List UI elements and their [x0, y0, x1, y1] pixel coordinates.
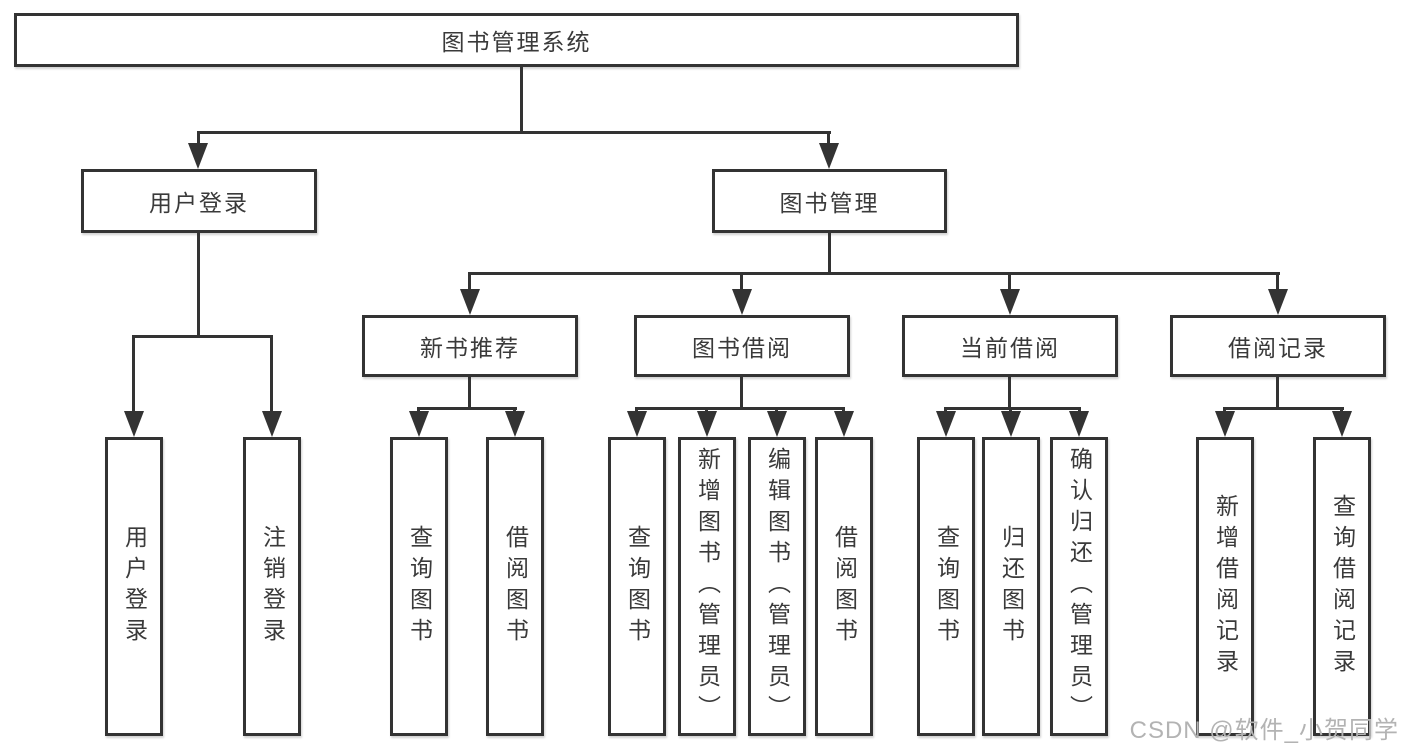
arrow-down-icon	[505, 411, 525, 437]
connector-line	[468, 377, 471, 408]
node-label: 查询图书	[624, 524, 651, 649]
arrow-down-icon	[124, 411, 144, 437]
node-label: 新增借阅记录	[1212, 493, 1239, 680]
connector-line	[740, 377, 743, 408]
connector-line	[828, 233, 831, 272]
node-book-management: 图书管理	[712, 169, 947, 233]
node-query-books-1: 查询图书	[390, 437, 448, 736]
node-label: 图书借阅	[692, 335, 792, 361]
connector-line	[944, 407, 1081, 410]
connector-line	[1008, 272, 1011, 291]
arrow-down-icon	[819, 143, 839, 169]
node-add-book-admin: 新增图书（管理员）	[678, 437, 736, 736]
arrow-down-icon	[936, 411, 956, 437]
connector-line	[468, 272, 471, 291]
connector-line	[1223, 407, 1344, 410]
node-borrow-books-1: 借阅图书	[486, 437, 544, 736]
node-query-borrow-record: 查询借阅记录	[1313, 437, 1371, 736]
node-label: 查询图书	[406, 524, 433, 649]
node-label: 借阅图书	[831, 524, 858, 649]
connector-line	[827, 131, 830, 145]
node-label: 归还图书	[998, 524, 1025, 649]
node-label: 借阅图书	[502, 524, 529, 649]
node-label: 注销登录	[259, 524, 286, 649]
node-label: 新增图书（管理员）	[694, 447, 721, 726]
connector-line	[1276, 377, 1279, 408]
node-borrow-records: 借阅记录	[1170, 315, 1386, 377]
arrow-down-icon	[834, 411, 854, 437]
node-add-borrow-record: 新增借阅记录	[1196, 437, 1254, 736]
node-label: 查询借阅记录	[1329, 493, 1356, 680]
connector-line	[520, 67, 523, 131]
connector-line	[132, 335, 135, 413]
connector-line	[197, 131, 200, 145]
connector-line	[270, 335, 273, 413]
arrow-down-icon	[697, 411, 717, 437]
arrow-down-icon	[732, 289, 752, 315]
node-label: 确认归还（管理员）	[1066, 447, 1093, 726]
node-label: 查询图书	[933, 524, 960, 649]
connector-line	[197, 233, 200, 337]
node-label: 当前借阅	[960, 335, 1060, 361]
node-login: 用户登录	[105, 437, 163, 736]
arrow-down-icon	[1001, 411, 1021, 437]
node-label: 新书推荐	[420, 335, 520, 361]
connector-line	[132, 335, 273, 338]
csdn-watermark: CSDN @软件_小贺同学	[1129, 717, 1399, 744]
arrow-down-icon	[1268, 289, 1288, 315]
connector-line	[635, 407, 845, 410]
node-current-borrowing: 当前借阅	[902, 315, 1118, 377]
arrow-down-icon	[1215, 411, 1235, 437]
node-new-book-recommend: 新书推荐	[362, 315, 578, 377]
node-user-login: 用户登录	[81, 169, 317, 233]
connector-line	[740, 272, 743, 291]
arrow-down-icon	[460, 289, 480, 315]
arrow-down-icon	[1000, 289, 1020, 315]
node-logout: 注销登录	[243, 437, 301, 736]
node-book-borrowing: 图书借阅	[634, 315, 850, 377]
connector-line	[1276, 272, 1279, 291]
connector-line	[417, 407, 517, 410]
arrow-down-icon	[1069, 411, 1089, 437]
node-confirm-return-admin: 确认归还（管理员）	[1050, 437, 1108, 736]
arrow-down-icon	[188, 143, 208, 169]
node-label: 借阅记录	[1228, 335, 1328, 361]
node-borrow-books-2: 借阅图书	[815, 437, 873, 736]
arrow-down-icon	[767, 411, 787, 437]
connector-line	[469, 272, 1280, 275]
arrow-down-icon	[409, 411, 429, 437]
node-return-books: 归还图书	[982, 437, 1040, 736]
node-query-books-2: 查询图书	[608, 437, 666, 736]
node-label: 图书管理系统	[441, 29, 592, 55]
node-edit-book-admin: 编辑图书（管理员）	[748, 437, 806, 736]
node-label: 图书管理	[779, 190, 880, 216]
node-query-books-3: 查询图书	[917, 437, 975, 736]
connector-line	[197, 131, 831, 134]
node-library-system: 图书管理系统	[14, 13, 1019, 67]
node-label: 编辑图书（管理员）	[764, 447, 791, 726]
arrow-down-icon	[1332, 411, 1352, 437]
connector-line	[1008, 377, 1011, 408]
arrow-down-icon	[627, 411, 647, 437]
node-label: 用户登录	[121, 524, 148, 649]
arrow-down-icon	[262, 411, 282, 437]
node-label: 用户登录	[149, 190, 249, 216]
